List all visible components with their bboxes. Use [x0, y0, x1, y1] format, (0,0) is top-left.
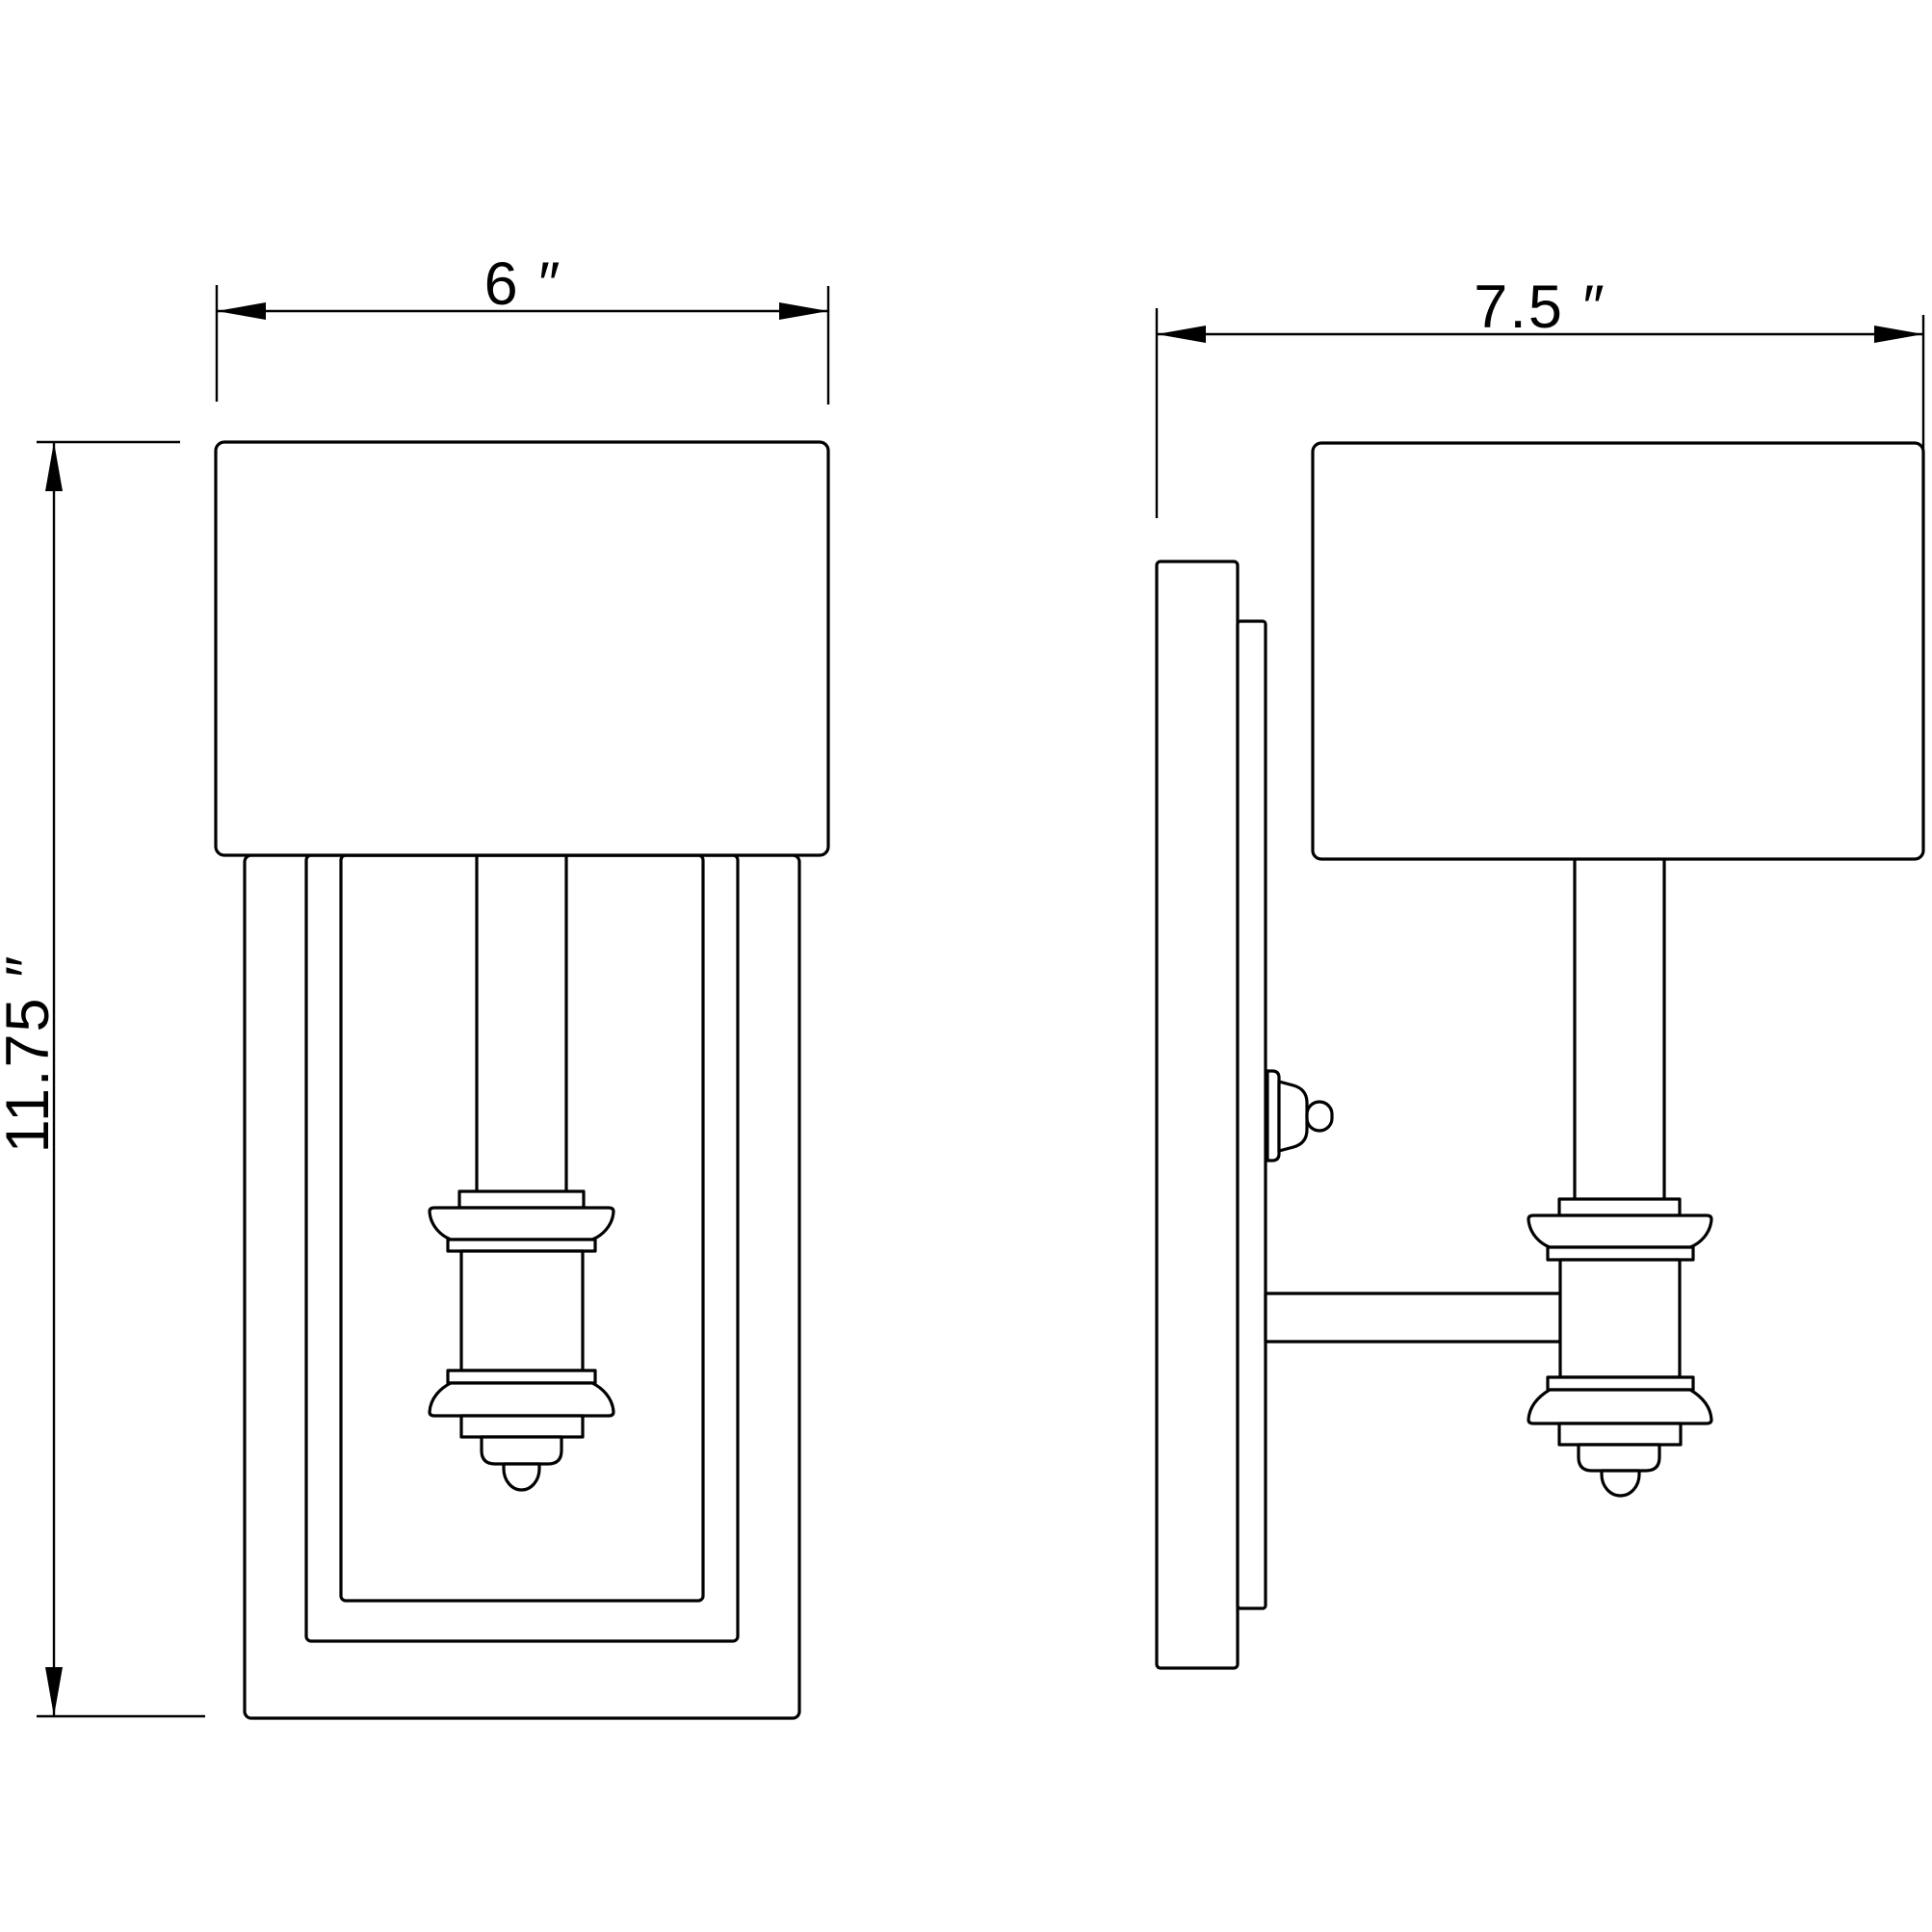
front-shade	[214, 440, 830, 857]
dimension-front-width-label: 6 ″	[484, 250, 562, 318]
side-socket-base	[1557, 1422, 1683, 1447]
front-socket-flange-bottom	[428, 1381, 615, 1418]
side-socket-collar	[1557, 1197, 1682, 1217]
dimension-front-height-label: 11.75 ″	[0, 954, 62, 1154]
side-wall-plate	[1155, 560, 1240, 1670]
side-support-arm	[1264, 1292, 1562, 1344]
front-view: 6 ″ 11.75 ″	[0, 250, 830, 1720]
front-socket-collar	[457, 1189, 586, 1210]
side-socket-body	[1558, 1258, 1682, 1379]
side-switch-mount	[1266, 1069, 1281, 1162]
arrowhead-left	[1157, 326, 1206, 343]
arrowhead-right	[779, 302, 828, 320]
dimension-front-height: 11.75 ″	[0, 440, 205, 1718]
front-socket-flange-top	[428, 1206, 615, 1241]
dimension-side-depth-label: 7.5 ″	[1474, 274, 1606, 341]
front-lamp-cap	[480, 1435, 563, 1466]
arrowhead-top	[45, 442, 63, 491]
arrowhead-right	[1874, 326, 1923, 343]
side-lamp-cap	[1577, 1443, 1661, 1473]
side-socket-flange-top	[1527, 1214, 1713, 1249]
front-socket-body	[459, 1249, 585, 1372]
arrowhead-bottom	[45, 1667, 63, 1716]
side-view: 7.5 ″	[1155, 274, 1925, 1670]
side-switch-knob	[1305, 1100, 1334, 1133]
side-socket-flange-bottom	[1527, 1388, 1713, 1425]
side-shade	[1311, 441, 1925, 861]
dimension-front-width: 6 ″	[215, 250, 830, 405]
dimension-side-depth: 7.5 ″	[1155, 274, 1925, 518]
side-socket-band-bottom	[1546, 1375, 1695, 1392]
side-lamp-finial	[1600, 1469, 1641, 1498]
side-canopy-plate	[1236, 619, 1267, 1610]
front-socket-band-bottom	[446, 1369, 597, 1385]
side-switch-bell	[1277, 1080, 1309, 1153]
arrowhead-left	[217, 302, 266, 320]
side-candle-stem	[1573, 859, 1666, 1199]
front-candle-stem	[475, 855, 568, 1191]
front-lamp-finial	[502, 1462, 541, 1492]
side-socket-band-top	[1546, 1245, 1695, 1262]
front-socket-band-top	[446, 1238, 597, 1253]
front-socket-base	[459, 1414, 585, 1439]
